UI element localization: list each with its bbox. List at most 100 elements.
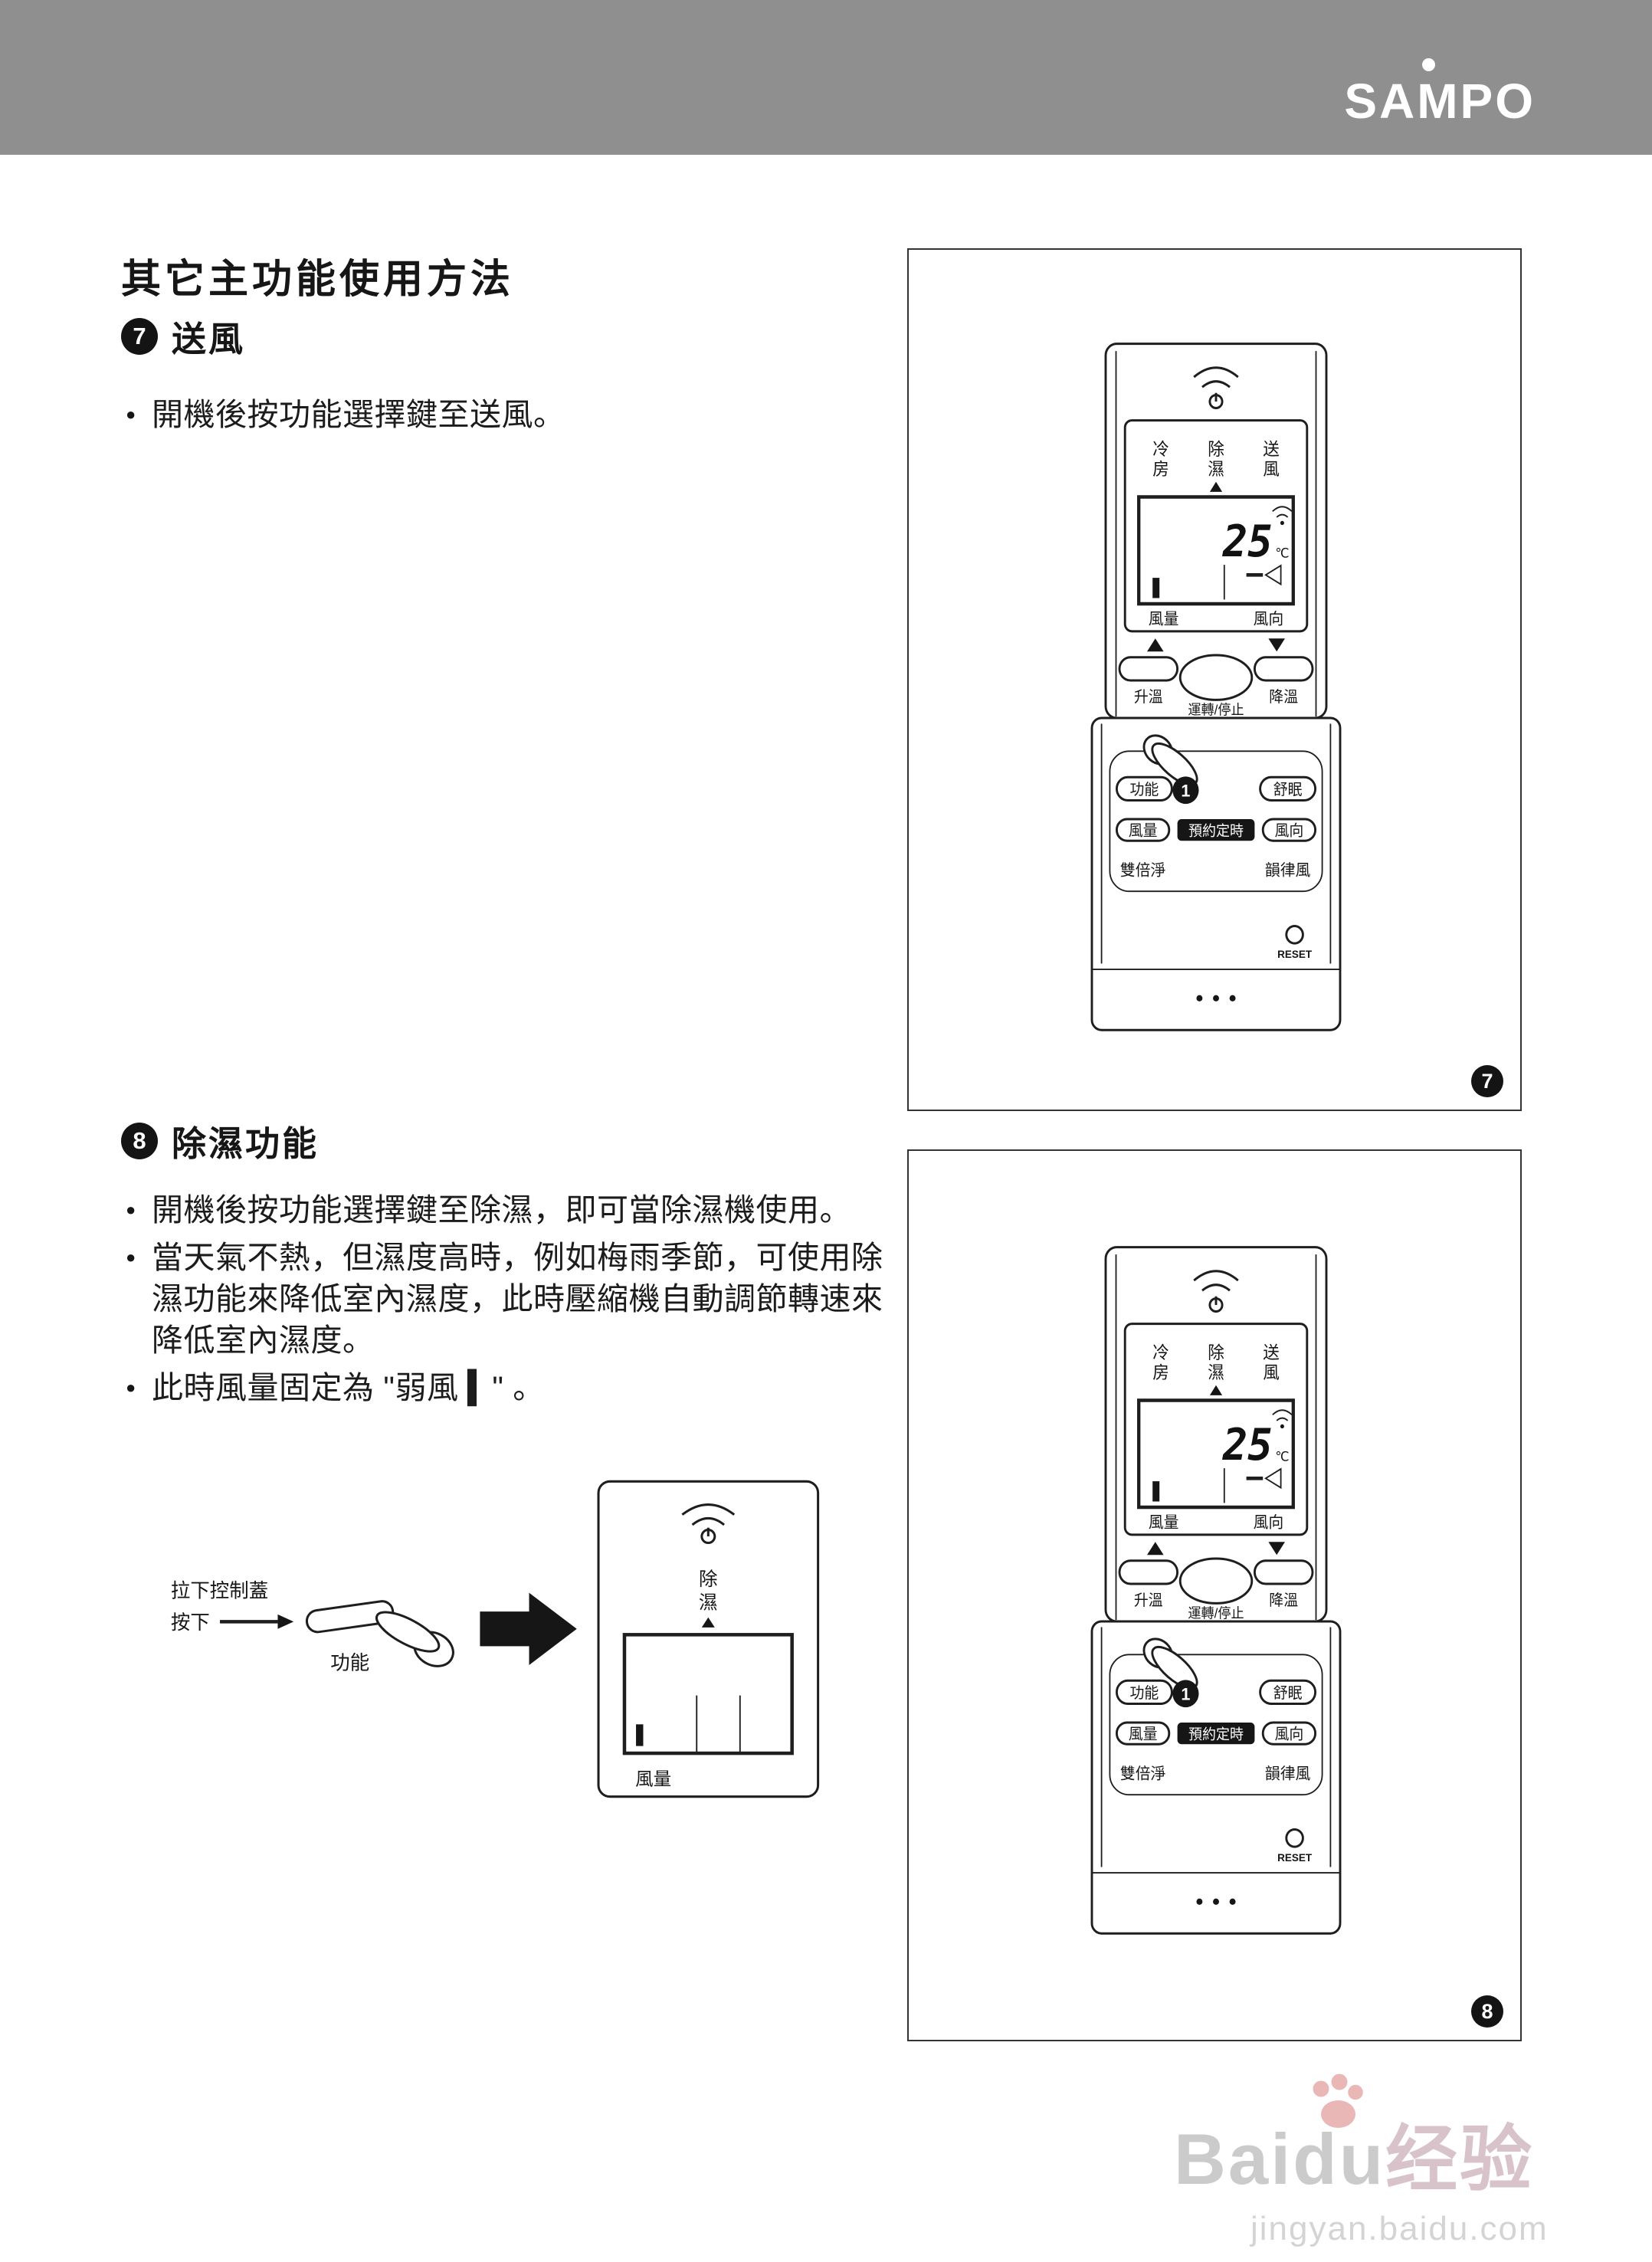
wifi-signal-icon bbox=[1272, 1409, 1293, 1429]
bullet-text: 開機後按功能選擇鍵至除濕，即可當除濕機使用。 bbox=[152, 1192, 851, 1228]
watermark-url: jingyan.baidu.com bbox=[1250, 2210, 1549, 2247]
button-group-outline bbox=[1109, 750, 1323, 893]
figure7-box: 冷 除 送 房 濕 風 25 ℃ 風量 風向 升溫 降溫 運轉/停止 bbox=[907, 248, 1522, 1111]
sleep-label: 舒眠 bbox=[1273, 782, 1303, 799]
temp-up-button bbox=[1118, 656, 1179, 682]
temp-down-button bbox=[1253, 656, 1314, 682]
power-icon bbox=[700, 1527, 716, 1545]
bullet-dot: ● bbox=[126, 1200, 136, 1219]
header-bar: SAMPO bbox=[0, 0, 1652, 155]
mode-marker-icon bbox=[1209, 481, 1223, 492]
reset-label: RESET bbox=[1277, 948, 1313, 960]
run-stop-button bbox=[1178, 654, 1254, 701]
temp-down-label: 降溫 bbox=[1269, 1592, 1298, 1610]
run-stop-label: 運轉/停止 bbox=[1188, 702, 1244, 717]
bullet-dot: ● bbox=[126, 1378, 136, 1397]
direction-button bbox=[1261, 1721, 1317, 1746]
pressing-hand-icon bbox=[1142, 734, 1198, 786]
sleep-button bbox=[1259, 1679, 1317, 1705]
signal-icon bbox=[1193, 366, 1239, 388]
function-label: 功能 bbox=[1130, 782, 1159, 799]
reset-button bbox=[1285, 924, 1304, 945]
sampo-logo: SAMPO bbox=[1344, 58, 1536, 129]
display-direction-label: 風向 bbox=[1254, 1513, 1284, 1532]
section8-bullets: ● 開機後按功能選擇鍵至除濕，即可當除濕機使用。 ● 當天氣不熱，但濕度高時，例… bbox=[126, 1189, 890, 1408]
run-stop-button bbox=[1178, 1557, 1254, 1605]
temp-up-label: 升溫 bbox=[1134, 1592, 1163, 1610]
mini-fan-label: 風量 bbox=[635, 1769, 671, 1789]
bullet-item: ● 當天氣不熱，但濕度高時，例如梅雨季節，可使用除濕功能來降低室內濕度，此時壓縮… bbox=[126, 1237, 890, 1361]
temp-down-arrow-icon bbox=[1268, 638, 1285, 652]
signal-icon bbox=[1193, 1270, 1239, 1292]
temp-down-button bbox=[1253, 1559, 1314, 1585]
figure7-number-badge: 7 bbox=[1471, 1065, 1503, 1097]
timer-button bbox=[1177, 1722, 1255, 1745]
bullet-item: ● 此時風量固定為 "弱風 ▍" 。 bbox=[126, 1367, 890, 1408]
section8-number-badge: 8 bbox=[121, 1122, 158, 1159]
display-fan-label: 風量 bbox=[1149, 1514, 1179, 1532]
mini-remote-figure: 除 濕 風量 bbox=[597, 1480, 820, 1798]
watermark-brand: Baidu bbox=[1174, 2119, 1386, 2199]
reset-label: RESET bbox=[1277, 1851, 1313, 1864]
airflow-direction-icon bbox=[1246, 1467, 1282, 1490]
section7-bullets: ● 開機後按功能選擇鍵至送風。 bbox=[126, 394, 884, 435]
double-clean-label: 雙倍淨 bbox=[1120, 1765, 1165, 1783]
bullet-dot: ● bbox=[126, 1247, 136, 1267]
section8-title: 除濕功能 bbox=[172, 1124, 320, 1163]
temp-up-label: 升溫 bbox=[1134, 689, 1163, 706]
temp-up-arrow-icon bbox=[1147, 638, 1164, 652]
timer-button bbox=[1177, 818, 1255, 841]
rhythm-wind-label: 韻律風 bbox=[1265, 1765, 1310, 1783]
bullet-text: 此時風量固定為 "弱風 ▍" 。 bbox=[152, 1370, 545, 1405]
section7-number-badge: 7 bbox=[121, 317, 158, 355]
mini-mode-char2: 濕 bbox=[699, 1592, 718, 1613]
fan-strength-icon bbox=[1152, 1481, 1160, 1502]
function-button bbox=[1115, 1679, 1173, 1705]
bullet-item: ● 開機後按功能選擇鍵至送風。 bbox=[126, 394, 884, 435]
bullet-text: 當天氣不熱，但濕度高時，例如梅雨季節，可使用除濕功能來降低室內濕度，此時壓縮機自… bbox=[152, 1240, 883, 1358]
bullet-dot: ● bbox=[126, 405, 136, 424]
paw-icon bbox=[1313, 2074, 1363, 2128]
callout-line2: 按下 bbox=[171, 1612, 210, 1634]
direction-label: 風向 bbox=[1275, 822, 1304, 840]
logo-dot-icon bbox=[1422, 58, 1436, 71]
function-press-illustration: 拉下控制蓋 按下 功能 除 濕 bbox=[171, 1480, 820, 1798]
mini-lcd-screen bbox=[622, 1633, 794, 1756]
fan-strength-icon bbox=[1152, 578, 1160, 598]
fan-strength-icon bbox=[636, 1724, 644, 1746]
display-panel bbox=[1123, 1323, 1309, 1536]
direction-label: 風向 bbox=[1275, 1726, 1304, 1743]
airflow-direction-icon bbox=[1246, 564, 1282, 586]
fan-button-label: 風量 bbox=[1129, 822, 1158, 840]
fan-button bbox=[1115, 818, 1171, 842]
figure8-box: 冷 除 送 房 濕 風 25 ℃ 風量 風向 升溫 降溫 運轉/停止 bbox=[907, 1149, 1522, 2041]
fan-button-label: 風量 bbox=[1129, 1726, 1158, 1743]
mini-mode-char1: 除 bbox=[699, 1569, 718, 1590]
small-arrow-right-icon bbox=[220, 1614, 294, 1629]
watermark-brand-suffix: 经验 bbox=[1385, 2119, 1535, 2199]
signal-icon bbox=[681, 1503, 736, 1526]
direction-button bbox=[1261, 818, 1317, 842]
remote-illustration-8: 冷 除 送 房 濕 風 25 ℃ 風量 風向 升溫 降溫 運轉/停止 bbox=[1078, 1243, 1354, 1936]
brand-text: SAMPO bbox=[1344, 74, 1536, 129]
temperature-value: 25 bbox=[1222, 517, 1273, 567]
function-button-label: 功能 bbox=[330, 1653, 369, 1674]
bottom-dots bbox=[1196, 1898, 1236, 1905]
section7-title: 送風 bbox=[172, 320, 246, 359]
wifi-signal-icon bbox=[1272, 506, 1293, 526]
sleep-label: 舒眠 bbox=[1273, 1685, 1303, 1703]
rhythm-wind-label: 韻律風 bbox=[1265, 861, 1310, 880]
double-clean-label: 雙倍淨 bbox=[1120, 861, 1165, 880]
temperature-unit: ℃ bbox=[1275, 546, 1289, 560]
temperature-value: 25 bbox=[1222, 1421, 1273, 1470]
section8-heading: 8 除濕功能 bbox=[121, 1116, 319, 1165]
function-side-button bbox=[305, 1600, 395, 1634]
baidu-watermark: Baidu经验 jingyan.baidu.com bbox=[1174, 2074, 1549, 2248]
remote-control-figure: 冷 除 送 房 濕 風 25 ℃ 風量 風向 升溫 降溫 運轉/停止 bbox=[1090, 1246, 1342, 1935]
step-1-badge bbox=[1172, 1680, 1199, 1708]
display-fan-label: 風量 bbox=[1149, 611, 1179, 628]
block-arrow-right-icon bbox=[480, 1592, 577, 1665]
run-stop-label: 運轉/停止 bbox=[1188, 1605, 1244, 1621]
page-title: 其它主功能使用方法 bbox=[121, 257, 515, 302]
